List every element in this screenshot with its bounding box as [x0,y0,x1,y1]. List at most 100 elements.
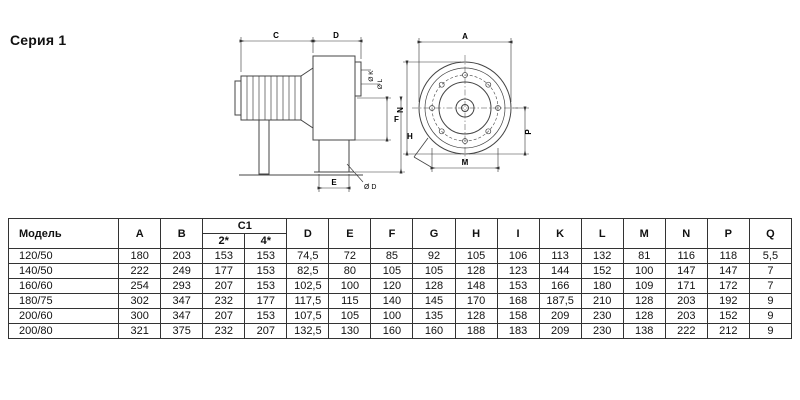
cell: 170 [454,293,498,309]
model-cell: 160/60 [7,278,120,294]
cell: 132,5 [286,323,330,339]
cell: 138 [622,323,666,339]
cell: 212 [706,323,750,339]
col-header-c1-4: 4* [244,233,288,249]
cell: 158 [496,308,540,324]
col-header-c1-2: 2* [202,233,246,249]
cell: 207 [202,308,246,324]
cell: 180 [118,248,162,264]
side-view [234,55,363,176]
cell: 72 [328,248,372,264]
model-cell: 140/50 [7,263,120,279]
cell: 302 [118,293,162,309]
table-header-row: Модель A B C1 D E F G H I K L M N P Q [7,218,793,249]
cell: 152 [580,263,624,279]
cell: 128 [412,278,456,294]
cell: 145 [412,293,456,309]
cell: 171 [664,278,708,294]
cell: 128 [622,308,666,324]
cell: 144 [538,263,582,279]
table-row: 200/80 321 375 232 207 132,5 130 160 160… [7,323,793,339]
cell: 207 [244,323,288,339]
cell: 9 [748,293,793,309]
cell: 128 [454,263,498,279]
table-row: 160/60 254 293 207 153 102,5 100 120 128… [7,278,793,294]
cell: 222 [664,323,708,339]
dim-label-diam-l: Ø L [377,78,384,89]
cell: 147 [664,263,708,279]
col-header-m: M [622,218,666,249]
cell: 153 [496,278,540,294]
col-header-model: Модель [7,218,120,249]
cell: 160 [412,323,456,339]
cell: 105 [328,308,372,324]
cell: 147 [706,263,750,279]
cell: 9 [748,308,793,324]
fan-dimension-drawing: C D Ø K Ø L F H E Ø D [234,31,533,192]
cell: 105 [370,263,414,279]
col-header-l: L [580,218,624,249]
col-header-e: E [328,218,372,249]
model-cell: 200/60 [7,308,120,324]
dim-label-c: C [273,31,279,40]
cell: 120 [370,278,414,294]
cell: 7 [748,278,793,294]
cell: 203 [664,293,708,309]
cell: 207 [202,278,246,294]
col-header-d: D [286,218,330,249]
cell: 100 [370,308,414,324]
cell: 168 [496,293,540,309]
cell: 132 [580,248,624,264]
cell: 177 [202,263,246,279]
cell: 232 [202,323,246,339]
cell: 113 [538,248,582,264]
cell: 106 [496,248,540,264]
cell: 128 [454,308,498,324]
cell: 209 [538,323,582,339]
model-cell: 180/75 [7,293,120,309]
col-header-h: H [454,218,498,249]
cell: 160 [370,323,414,339]
cell: 347 [160,293,204,309]
front-view [412,55,518,168]
cell: 82,5 [286,263,330,279]
cell: 153 [244,263,288,279]
table-subheader-row: 2* 4* [9,233,792,249]
cell: 230 [580,323,624,339]
cell: 187,5 [538,293,582,309]
cell: 153 [244,278,288,294]
cell: 116 [664,248,708,264]
table-row: 200/60 300 347 207 153 107,5 105 100 135… [7,308,793,324]
col-header-a: A [118,218,162,249]
cell: 85 [370,248,414,264]
cell: 105 [412,263,456,279]
dim-label-a: A [462,32,468,41]
dim-label-diam-d: Ø D [364,184,376,191]
cell: 5,5 [748,248,793,264]
cell: 192 [706,293,750,309]
cell: 123 [496,263,540,279]
cell: 203 [160,248,204,264]
cell: 152 [706,308,750,324]
col-header-c1: C1 [202,218,288,234]
technical-drawing: C D Ø K Ø L F H E Ø D [215,26,555,206]
cell: 109 [622,278,666,294]
cell: 172 [706,278,750,294]
dimensions-table: Модель A B C1 D E F G H I K L M N P Q 2*… [7,218,793,339]
cell: 166 [538,278,582,294]
cell: 140 [370,293,414,309]
cell: 300 [118,308,162,324]
col-header-i: I [496,218,540,249]
cell: 80 [328,263,372,279]
table-row: 180/75 302 347 232 177 117,5 115 140 145… [7,293,793,309]
page-title: Серия 1 [10,32,67,48]
cell: 117,5 [286,293,330,309]
side-view-dimensions [239,37,405,192]
cell: 153 [244,308,288,324]
dim-label-n: N [396,107,405,113]
cell: 177 [244,293,288,309]
col-header-f: F [370,218,414,249]
front-view-dimensions [403,38,529,172]
col-header-n: N [664,218,708,249]
model-cell: 120/50 [7,248,120,264]
